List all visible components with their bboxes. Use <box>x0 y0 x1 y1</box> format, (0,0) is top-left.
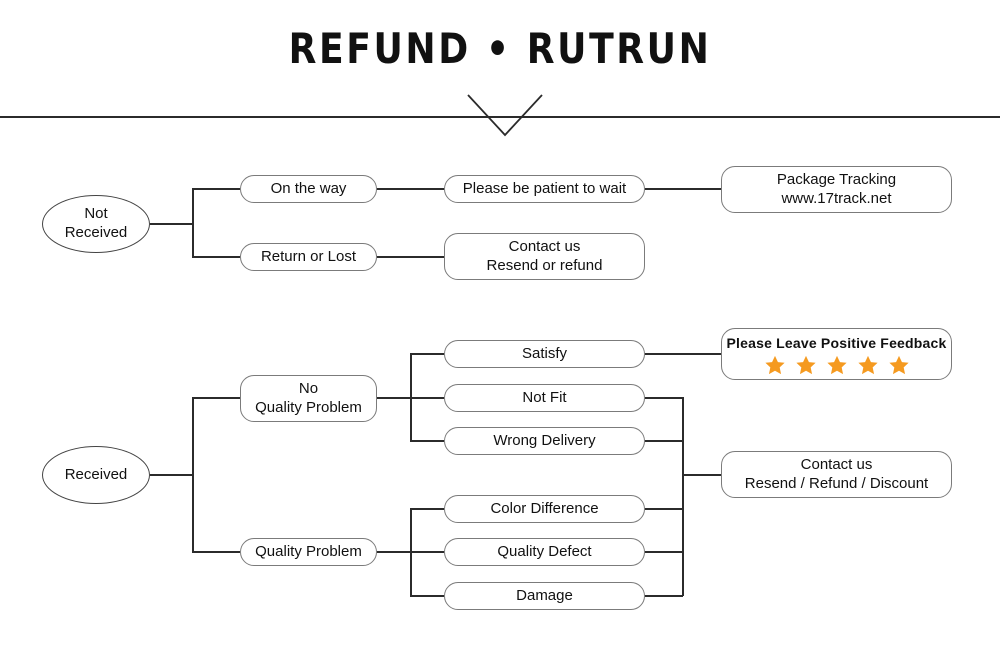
connector-wait-to-package-tracking <box>645 188 721 190</box>
connector-return-or-lost-to-contact <box>377 256 444 258</box>
node-wrong-delivery[interactable]: Wrong Delivery <box>444 427 645 455</box>
node-satisfy[interactable]: Satisfy <box>444 340 645 368</box>
connector-damage-to-merge <box>645 595 683 597</box>
node-line: Damage <box>516 586 573 604</box>
star-rating[interactable] <box>764 354 910 376</box>
node-color-difference[interactable]: Color Difference <box>444 495 645 523</box>
connector-fan-to-quality-defect <box>410 551 445 553</box>
connector-fan-to-damage <box>410 595 445 597</box>
node-line: Satisfy <box>521 344 567 362</box>
connector-not-received-to-trunk <box>150 223 194 225</box>
node-line: Not Fit <box>522 388 567 406</box>
node-line: Return or Lost <box>260 247 357 265</box>
node-quality-problem[interactable]: Quality Problem <box>240 538 377 566</box>
node-please-leave-positive-feedback[interactable]: Please Leave Positive Feedback <box>721 328 952 380</box>
connector-received-trunk <box>192 398 194 553</box>
star-filled-icon[interactable] <box>764 354 786 376</box>
feedback-label: Please Leave Positive Feedback <box>726 334 947 351</box>
connector-fan-to-not-fit <box>410 397 445 399</box>
connector-quality-defect-to-merge <box>645 551 683 553</box>
node-contact-us-resend-refund-discount[interactable]: Contact us Resend / Refund / Discount <box>721 451 952 498</box>
connector-merge-trunk <box>682 397 684 596</box>
node-line: On the way <box>270 179 347 197</box>
node-line: Package Tracking <box>776 170 897 188</box>
node-line: Resend / Refund / Discount <box>744 474 929 492</box>
header-divider <box>0 116 1000 118</box>
connector-trunk-to-on-the-way <box>192 188 241 190</box>
node-received[interactable]: Received <box>42 446 150 504</box>
node-line: Color Difference <box>490 499 599 517</box>
node-line: No <box>298 379 319 397</box>
connector-no-quality-to-fan <box>377 397 411 399</box>
connector-merge-to-contact-us <box>682 474 722 476</box>
connector-no-quality-fan-trunk <box>410 353 412 441</box>
node-please-be-patient-to-wait[interactable]: Please be patient to wait <box>444 175 645 203</box>
page-title: REFUND • RUTRUN <box>288 24 712 73</box>
node-on-the-way[interactable]: On the way <box>240 175 377 203</box>
node-line: Contact us <box>800 455 873 473</box>
node-line: Quality Problem <box>255 398 362 416</box>
chevron-down-v-icon <box>467 94 543 137</box>
node-line: Not <box>84 205 108 223</box>
node-return-or-lost[interactable]: Return or Lost <box>240 243 377 271</box>
node-line: Quality Problem <box>255 542 362 560</box>
node-no-quality-problem[interactable]: No Quality Problem <box>240 375 377 422</box>
connector-fan-to-satisfy <box>410 353 445 355</box>
node-contact-us-resend-or-refund[interactable]: Contact us Resend or refund <box>444 233 645 280</box>
node-line: Contact us <box>508 237 581 255</box>
node-line: Quality Defect <box>497 542 592 560</box>
node-damage[interactable]: Damage <box>444 582 645 610</box>
node-not-received[interactable]: Not Received <box>42 195 150 253</box>
node-package-tracking[interactable]: Package Tracking www.17track.net <box>721 166 952 213</box>
connector-wrong-delivery-to-merge <box>645 440 683 442</box>
connector-not-fit-to-merge <box>645 397 683 399</box>
connector-fan-to-color-difference <box>410 508 445 510</box>
node-line: Wrong Delivery <box>493 431 596 449</box>
connector-quality-to-fan <box>377 551 411 553</box>
node-line: Received <box>64 465 128 483</box>
connector-trunk-to-no-quality-problem <box>192 397 241 399</box>
node-line: Resend or refund <box>486 256 603 274</box>
connector-fan-to-wrong-delivery <box>410 440 445 442</box>
connector-received-to-trunk <box>150 474 194 476</box>
node-not-fit[interactable]: Not Fit <box>444 384 645 412</box>
star-filled-icon[interactable] <box>795 354 817 376</box>
star-filled-icon[interactable] <box>826 354 848 376</box>
connector-on-the-way-to-wait <box>377 188 444 190</box>
star-filled-icon[interactable] <box>888 354 910 376</box>
star-filled-icon[interactable] <box>857 354 879 376</box>
connector-not-received-trunk <box>192 189 194 258</box>
connector-trunk-to-return-or-lost <box>192 256 241 258</box>
node-quality-defect[interactable]: Quality Defect <box>444 538 645 566</box>
connector-trunk-to-quality-problem <box>192 551 241 553</box>
node-line: Please be patient to wait <box>462 179 627 197</box>
connector-satisfy-to-feedback <box>645 353 721 355</box>
node-line: Received <box>64 224 128 241</box>
connector-color-difference-to-merge <box>645 508 683 510</box>
node-line: www.17track.net <box>781 189 892 207</box>
